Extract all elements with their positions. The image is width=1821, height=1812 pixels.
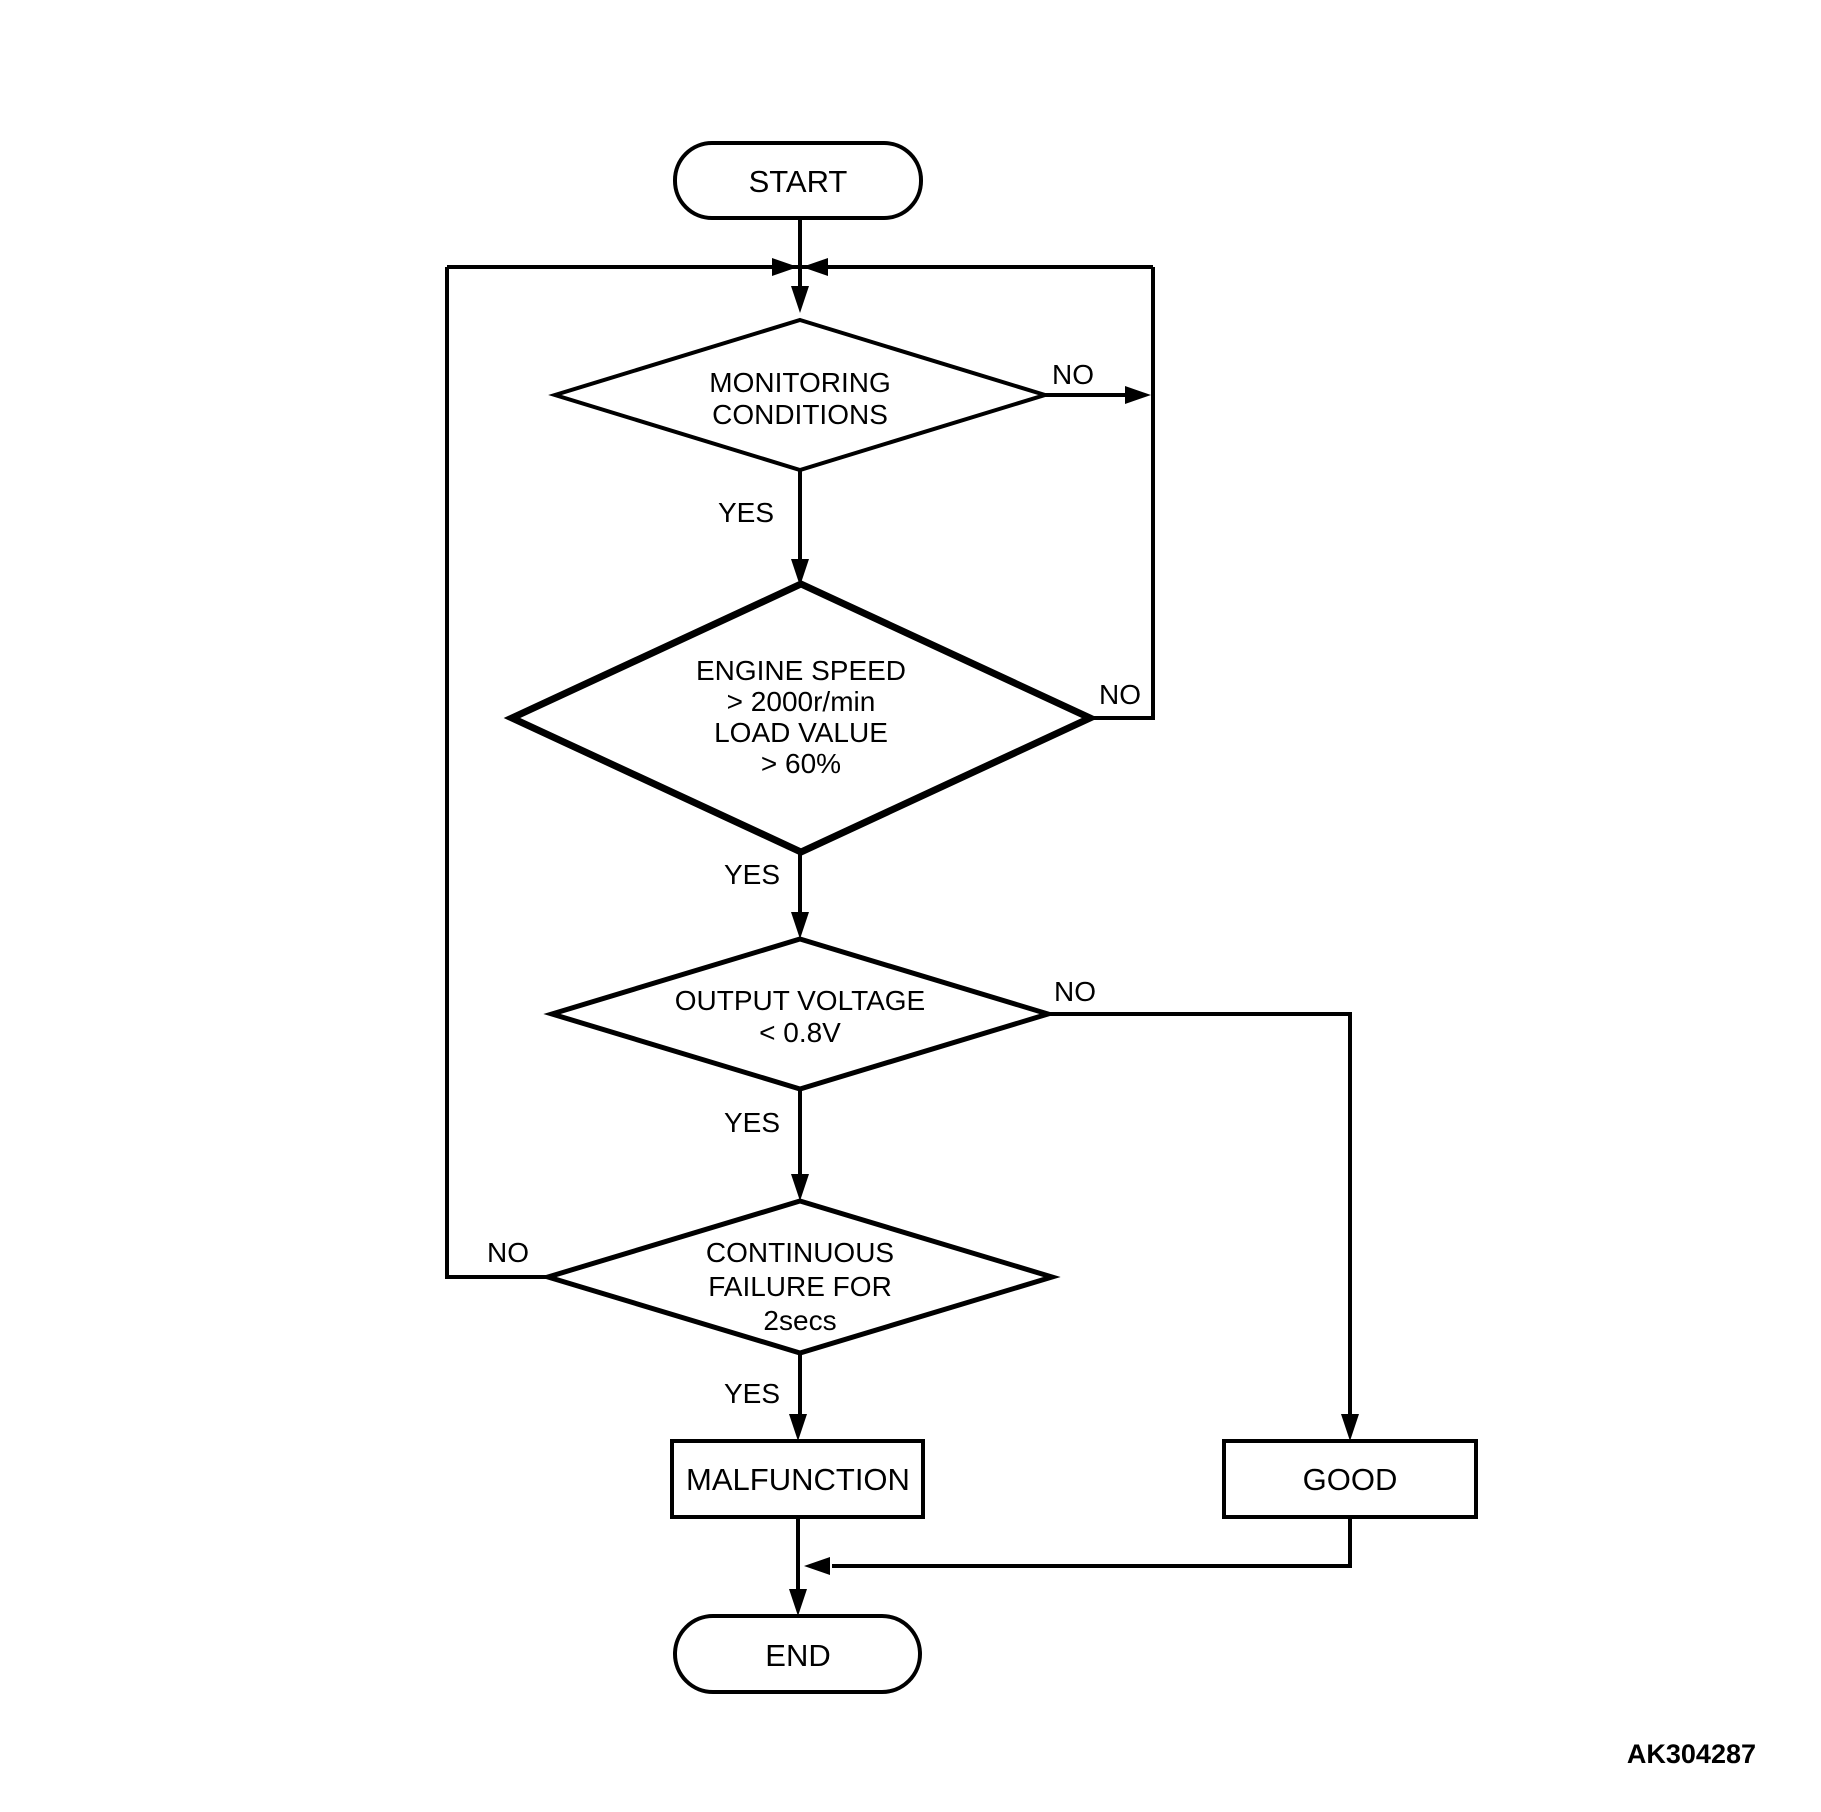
edge-right-feedback-rail	[1090, 267, 1155, 720]
voltage-yes-label: YES	[724, 1107, 780, 1138]
decision-voltage-line1: OUTPUT VOLTAGE	[675, 985, 925, 1016]
decision-engine-line1: ENGINE SPEED	[696, 655, 906, 686]
decision-engine-line4: > 60%	[761, 748, 841, 779]
start-shape	[673, 141, 923, 220]
edge-left-feedback-rail	[445, 267, 548, 1279]
decision-engine-line3: LOAD VALUE	[714, 717, 888, 748]
decision-voltage-line2: < 0.8V	[759, 1017, 841, 1048]
arrowhead-junction-from-right-icon	[802, 258, 828, 276]
decision-failure-shape	[539, 1198, 1061, 1356]
monitoring-yes-label: YES	[718, 497, 774, 528]
arrowhead-monitoring-no-icon	[1125, 386, 1151, 404]
start-label: START	[749, 164, 848, 199]
arrowhead-into-voltage-icon	[791, 912, 809, 939]
malfunction-label: MALFUNCTION	[686, 1462, 910, 1497]
failure-yes-label: YES	[724, 1378, 780, 1409]
figure-id-label: AK304287	[1627, 1739, 1756, 1769]
end-node: END	[673, 1614, 922, 1694]
good-node: GOOD	[1222, 1439, 1478, 1519]
arrowhead-into-end-icon	[789, 1589, 807, 1616]
arrowhead-into-engine-icon	[791, 559, 809, 586]
decision-engine-shape	[503, 580, 1099, 856]
decision-engine-line2: > 2000r/min	[727, 686, 876, 717]
decision-failure-line1: CONTINUOUS	[706, 1237, 894, 1268]
good-shape	[1222, 1439, 1478, 1519]
arrowhead-merge-icon	[804, 1557, 830, 1575]
malfunction-shape	[670, 1439, 925, 1519]
end-shape	[673, 1614, 922, 1694]
arrowhead-into-good-icon	[1341, 1414, 1359, 1441]
arrowhead-into-failure-icon	[791, 1174, 809, 1201]
edge-good-to-merge	[832, 1517, 1352, 1568]
malfunction-node: MALFUNCTION	[670, 1439, 925, 1519]
decision-failure-node: CONTINUOUS FAILURE FOR 2secs	[539, 1198, 1061, 1356]
decision-monitoring-line2: CONDITIONS	[712, 399, 888, 430]
decision-voltage-node: OUTPUT VOLTAGE < 0.8V	[543, 936, 1057, 1092]
edge-voltage-no	[1048, 1012, 1352, 1419]
decision-failure-line3: 2secs	[763, 1305, 836, 1336]
engine-yes-label: YES	[724, 859, 780, 890]
decision-monitoring-shape	[548, 317, 1052, 473]
decision-monitoring-line1: MONITORING	[709, 367, 890, 398]
connector-lines	[445, 218, 1352, 1594]
arrowhead-junction-from-left-icon	[772, 258, 798, 276]
voltage-no-label: NO	[1054, 976, 1096, 1007]
arrowhead-into-monitoring-icon	[791, 286, 809, 313]
decision-engine-node: ENGINE SPEED > 2000r/min LOAD VALUE > 60…	[503, 580, 1099, 856]
start-node: START	[673, 141, 923, 220]
monitoring-no-label: NO	[1052, 359, 1094, 390]
end-label: END	[765, 1638, 830, 1673]
failure-no-label: NO	[487, 1237, 529, 1268]
arrowhead-into-malfunction-icon	[789, 1414, 807, 1441]
decision-monitoring-node: MONITORING CONDITIONS	[548, 317, 1052, 473]
arrowheads	[772, 258, 1359, 1616]
engine-no-label: NO	[1099, 679, 1141, 710]
decision-voltage-shape	[543, 936, 1057, 1092]
good-label: GOOD	[1303, 1462, 1398, 1497]
decision-failure-line2: FAILURE FOR	[708, 1271, 892, 1302]
